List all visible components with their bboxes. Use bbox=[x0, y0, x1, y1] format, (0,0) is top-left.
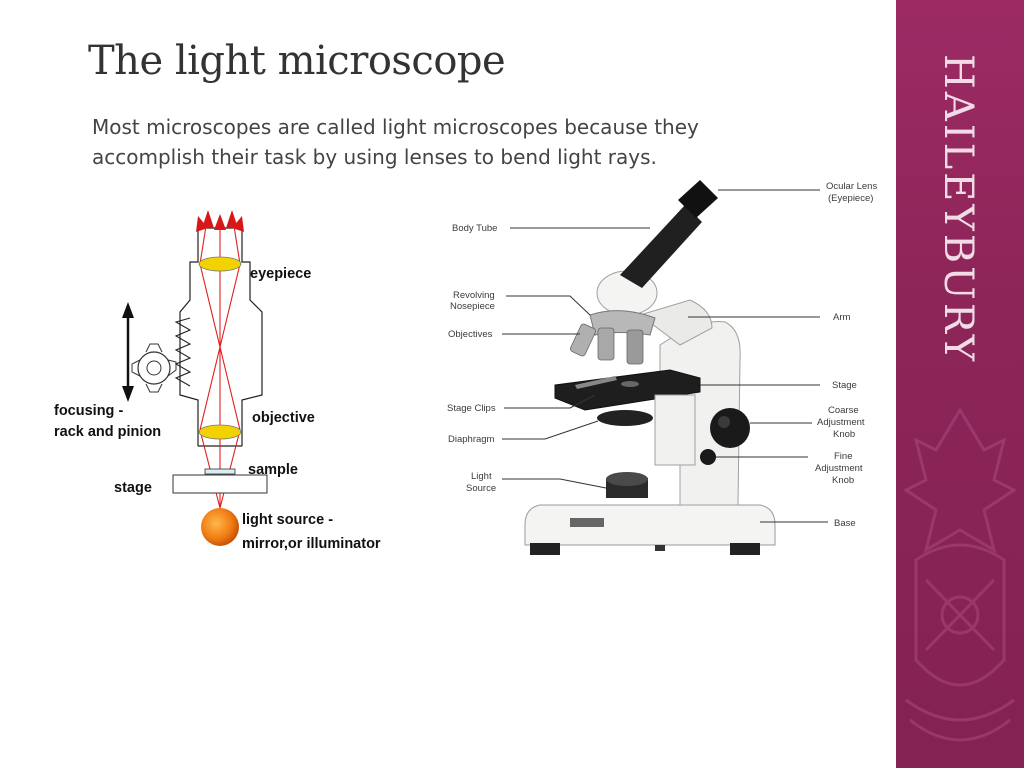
label-coarse-2: Adjustment bbox=[817, 417, 865, 428]
label-focusing-2: rack and pinion bbox=[54, 424, 161, 440]
focus-arrow-down bbox=[122, 386, 134, 402]
ocular-lens bbox=[678, 180, 718, 218]
tube-outline-right bbox=[241, 228, 263, 446]
label-arm: Arm bbox=[833, 312, 851, 323]
label-stage-clips: Stage Clips bbox=[447, 403, 496, 414]
label-ocular-1: Ocular Lens bbox=[826, 181, 877, 192]
tube-outline-left bbox=[179, 228, 199, 446]
sample-slide bbox=[204, 468, 236, 475]
label-diaphragm: Diaphragm bbox=[448, 434, 495, 445]
light-source-ball bbox=[201, 508, 239, 546]
label-objectives: Objectives bbox=[448, 329, 493, 340]
arm-upper bbox=[638, 299, 713, 346]
fine-adjustment-knob bbox=[700, 449, 716, 465]
label-eyepiece: eyepiece bbox=[250, 266, 311, 282]
stage-clip bbox=[575, 376, 617, 389]
slide-title: The light microscope bbox=[88, 38, 506, 84]
label-light-2: Source bbox=[466, 483, 496, 494]
label-coarse-1: Coarse bbox=[828, 405, 859, 416]
label-fine-1: Fine bbox=[834, 451, 852, 462]
stage-aperture bbox=[621, 381, 639, 387]
body-line-2: accomplish their task by using lenses to… bbox=[92, 145, 657, 169]
label-fine-2: Adjustment bbox=[815, 463, 863, 474]
label-light-1: Light bbox=[471, 471, 492, 482]
body-line-1: Most microscopes are called light micros… bbox=[92, 115, 699, 139]
objective-lens bbox=[198, 424, 242, 440]
pinion-gear-teeth bbox=[131, 343, 177, 393]
label-light-source-2: mirror,or illuminator bbox=[242, 536, 381, 552]
stage-block bbox=[654, 394, 696, 466]
label-body-tube: Body Tube bbox=[452, 223, 497, 234]
label-stage: stage bbox=[114, 480, 152, 496]
brand-name: HAILEYBURY bbox=[935, 54, 981, 365]
rack-teeth bbox=[174, 317, 192, 387]
label-leader-lines bbox=[502, 189, 828, 523]
crest-watermark-icon bbox=[903, 407, 1017, 742]
label-objective: objective bbox=[252, 410, 315, 426]
base-foot-left bbox=[530, 543, 560, 555]
coarse-knob-highlight bbox=[718, 416, 730, 428]
focus-arrow-up bbox=[122, 302, 134, 318]
pinion-gear-center bbox=[146, 360, 162, 376]
microscope-base bbox=[524, 504, 776, 546]
brand-sidebar: HAILEYBURY bbox=[896, 0, 1024, 768]
label-coarse-3: Knob bbox=[833, 429, 855, 440]
coarse-adjustment-knob bbox=[710, 408, 750, 448]
base-switch bbox=[655, 545, 665, 551]
base-label-plate bbox=[570, 518, 604, 527]
slide-body-text: Most microscopes are called light micros… bbox=[92, 112, 812, 172]
label-revolving-2: Nosepiece bbox=[450, 301, 495, 312]
microscope-stage bbox=[554, 369, 701, 411]
microscope-illustration: Body Tube Revolving Nosepiece Objectives… bbox=[447, 180, 877, 555]
base-foot-right bbox=[730, 543, 760, 555]
label-focusing-1: focusing - bbox=[54, 403, 123, 419]
label-revolving-1: Revolving bbox=[453, 290, 495, 301]
body-tube bbox=[620, 205, 702, 288]
eyepiece-lens bbox=[198, 256, 242, 272]
ray-diagram: eyepiece objective sample stage focusing… bbox=[54, 210, 381, 552]
diaphragm-disc bbox=[597, 410, 653, 426]
label-sample: sample bbox=[248, 462, 298, 478]
light-source-top bbox=[606, 472, 648, 486]
label-light-source-1: light source - bbox=[242, 512, 333, 528]
label-ocular-2: (Eyepiece) bbox=[828, 193, 873, 204]
objective-lenses bbox=[569, 323, 644, 365]
label-fine-3: Knob bbox=[832, 475, 854, 486]
label-stage-right: Stage bbox=[832, 380, 857, 391]
label-base: Base bbox=[834, 518, 856, 529]
stage-plate bbox=[172, 474, 268, 494]
output-ray-arrows bbox=[196, 210, 244, 232]
